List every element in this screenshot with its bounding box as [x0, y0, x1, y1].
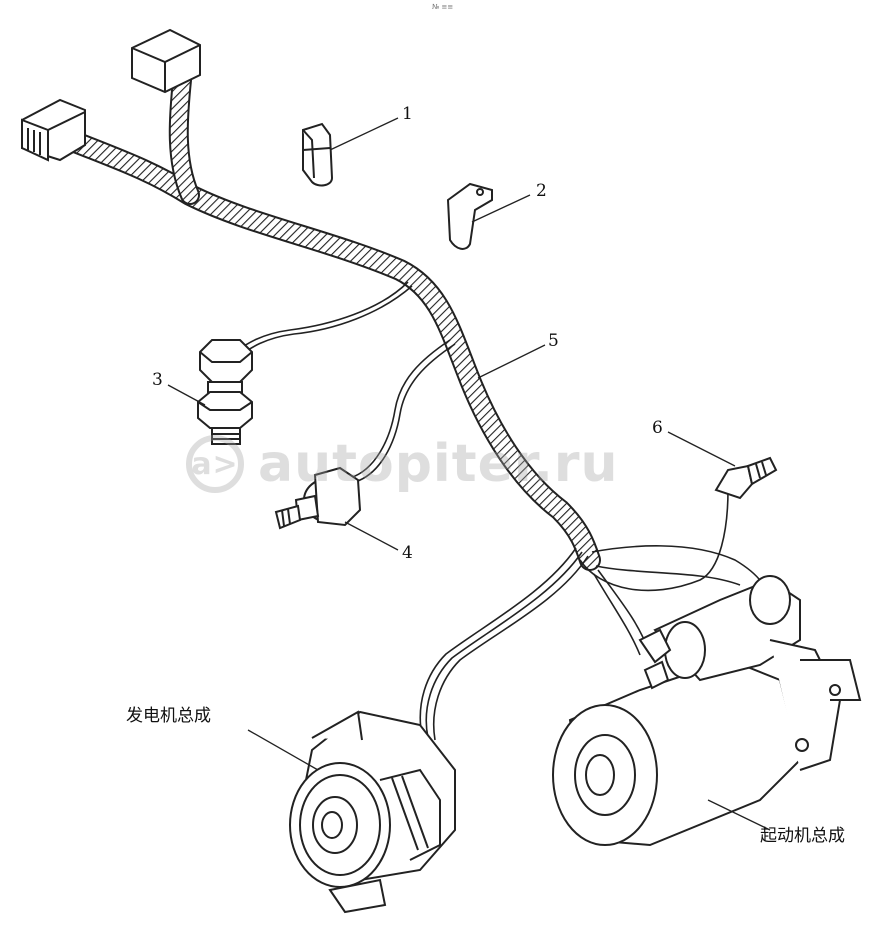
callout-1: 1: [402, 104, 413, 124]
clip-2: [446, 182, 493, 250]
leader-4: [344, 521, 399, 551]
leader-3: [167, 384, 206, 406]
alternator-assembly: [289, 710, 456, 914]
watermark: a> autopiter.ru: [186, 434, 619, 494]
connector-plug-a: [21, 98, 86, 162]
leader-1: [329, 117, 399, 151]
callout-3: 3: [152, 370, 163, 390]
header-mark: № ≡≡: [432, 3, 454, 11]
sensor-4: [274, 466, 362, 530]
leader-2: [471, 194, 531, 223]
branch-wires: [234, 281, 767, 741]
leader-alternator: [247, 729, 319, 771]
sensor-3: [197, 339, 253, 445]
leader-starter: [707, 799, 771, 831]
leader-5: [477, 344, 546, 379]
callout-2: 2: [536, 181, 547, 201]
starter-assembly: [552, 575, 862, 847]
clip-1: [302, 122, 334, 187]
connector-plug-b: [131, 28, 201, 94]
watermark-text: autopiter.ru: [258, 434, 619, 494]
sensor-6: [714, 456, 778, 500]
main-harness: [59, 70, 601, 571]
watermark-logo: a>: [186, 435, 244, 493]
callout-4: 4: [402, 543, 413, 563]
leader-6: [667, 431, 736, 467]
callout-5: 5: [548, 331, 559, 351]
starter-label: 起动机总成: [760, 826, 845, 846]
callout-6: 6: [652, 418, 663, 438]
alternator-label: 发电机总成: [126, 706, 211, 726]
